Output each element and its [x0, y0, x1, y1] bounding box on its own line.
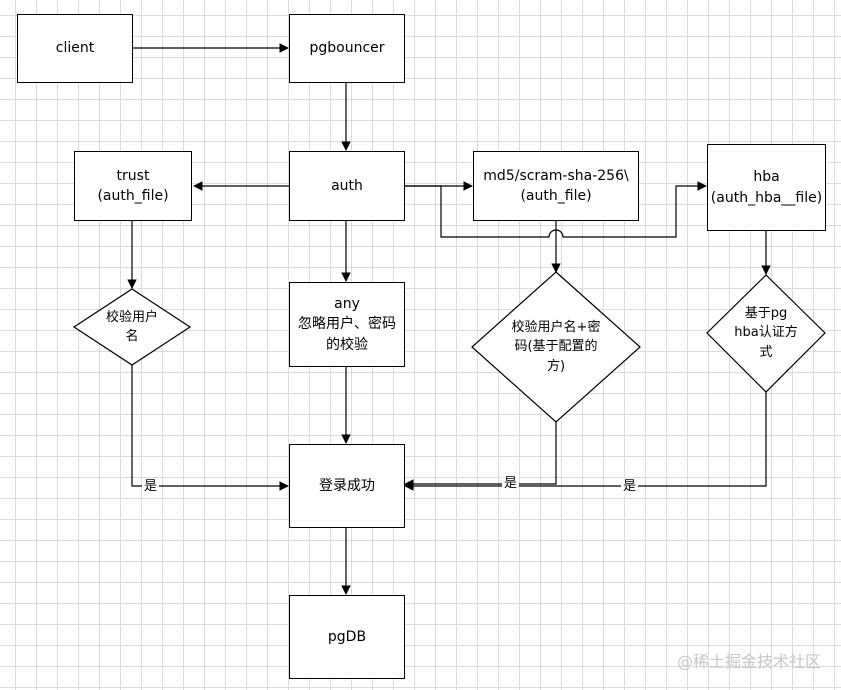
trust-node: trust (auth_file) — [74, 151, 192, 221]
hba-node: hba (auth_hba__file) — [707, 144, 826, 231]
check-user-label: 校验用户 名 — [105, 309, 158, 345]
auth-node: auth — [289, 151, 405, 221]
yes-label-mid: 是 — [502, 476, 520, 492]
decision-hba-check — [706, 274, 826, 393]
any-node: any 忽略用户、密码 的校验 — [289, 282, 405, 367]
edge-check-user-success — [131, 364, 289, 491]
yes-label-left: 是 — [142, 479, 160, 495]
pgdb-node: pgDB — [289, 595, 405, 679]
decision-check-user — [72, 288, 192, 366]
yes-label-right: 是 — [621, 479, 639, 495]
decision-check-user-pwd — [471, 271, 641, 423]
login-success-node: 登录成功 — [289, 444, 405, 528]
md5-scram-node: md5/scram-sha-256\ (auth_file) — [473, 151, 639, 221]
edge-check-pwd-success — [404, 420, 557, 489]
pgbouncer-node: pgbouncer — [289, 14, 405, 83]
hba-check-label: 基于pg hba认证方 式 — [734, 305, 798, 360]
watermark: @稀土掘金技术社区 — [676, 652, 821, 671]
check-user-pwd-label: 校验用户名+密 码(基于配置的 方) — [511, 319, 601, 374]
client-node: client — [17, 14, 133, 83]
edge-hba-check-success — [404, 392, 767, 491]
